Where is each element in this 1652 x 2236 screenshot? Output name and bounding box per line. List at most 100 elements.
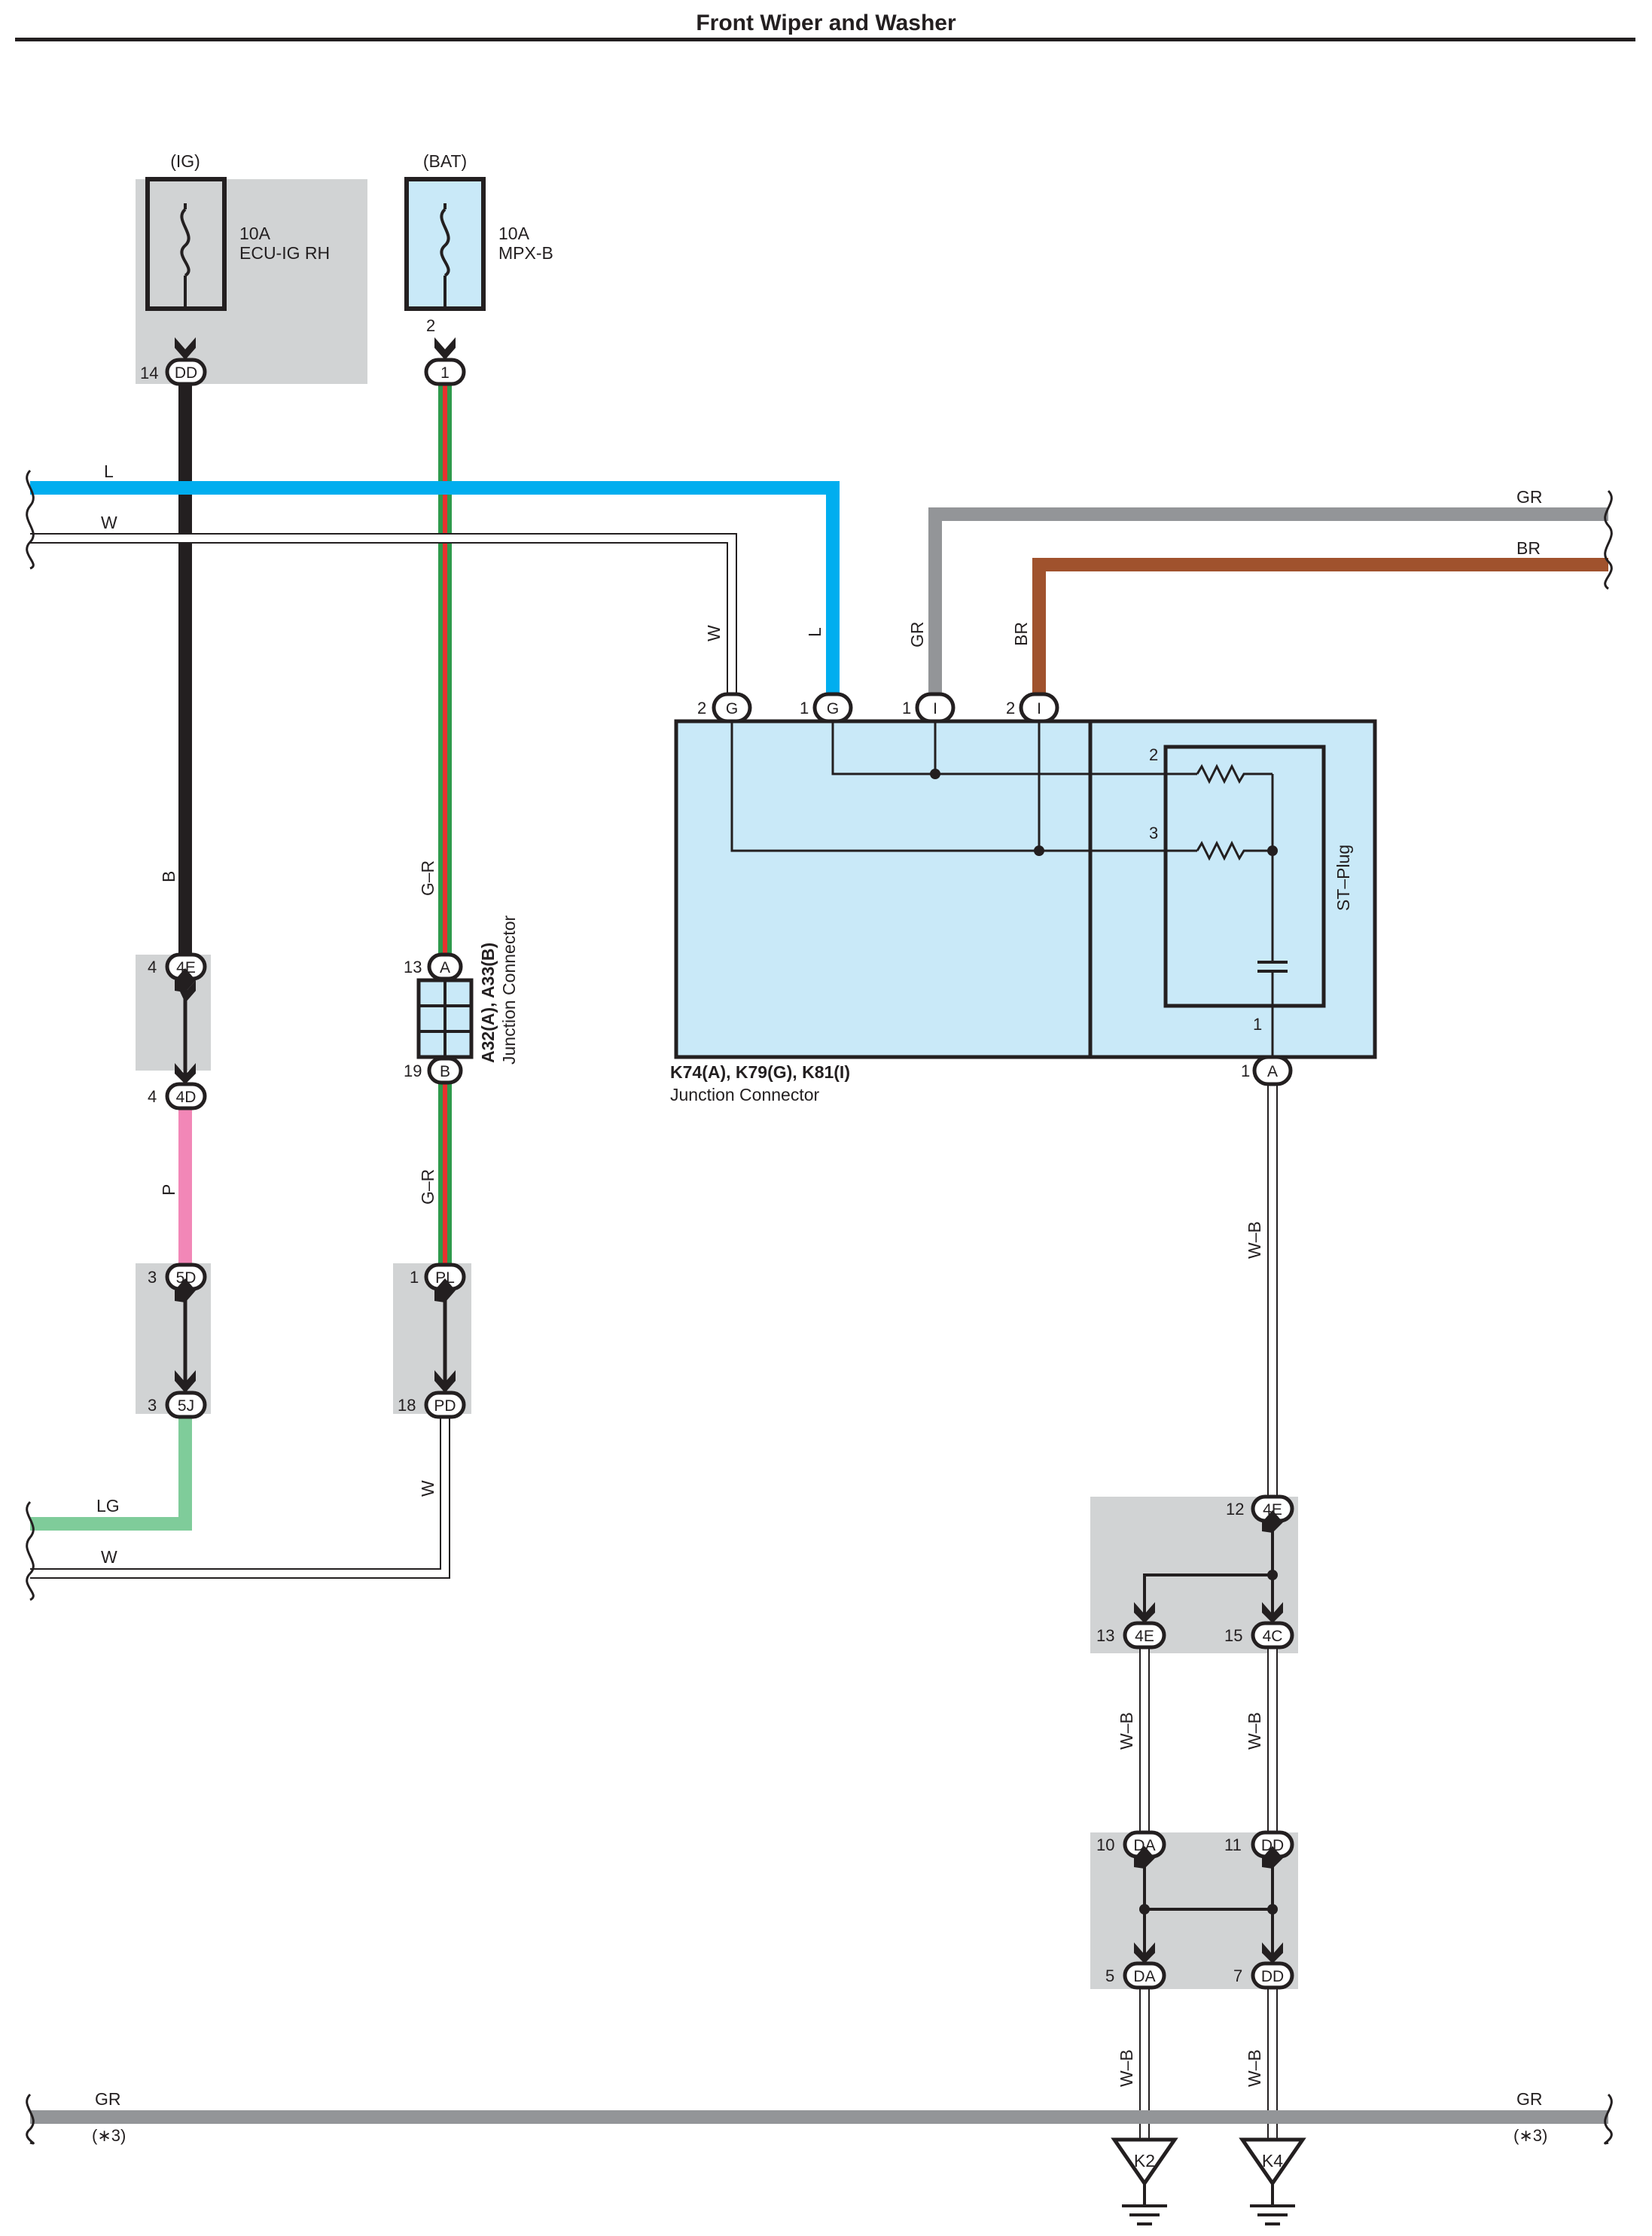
pin-number: 3	[148, 1268, 157, 1287]
st-pin-number: 3	[1149, 824, 1158, 842]
wire-label-w: W	[101, 1547, 117, 1567]
ground-k4	[1239, 2137, 1306, 2225]
fuse-mpx-b	[404, 177, 486, 311]
connector-code: G	[726, 700, 738, 717]
pin-2g	[712, 692, 752, 724]
pin-number: 1	[800, 699, 809, 717]
ground-label-k4: K4	[1262, 2151, 1283, 2171]
connector-code: G	[827, 700, 839, 717]
st-plug-label: ST–Plug	[1333, 845, 1353, 911]
pin-number: 2	[697, 699, 706, 717]
connector-code: 4E	[1263, 1501, 1282, 1519]
ground-k2	[1111, 2137, 1178, 2225]
connector-code: DA	[1133, 1837, 1155, 1854]
wire-label-l: L	[104, 462, 114, 481]
pin-1i	[915, 692, 956, 724]
pin-number: 3	[148, 1396, 157, 1415]
pin-4d	[165, 1082, 207, 1110]
pin-number: 15	[1224, 1626, 1242, 1645]
st-pin-number: 1	[1253, 1015, 1262, 1034]
wire-label-w-b: W–B	[1245, 1221, 1264, 1259]
wire-l	[30, 481, 840, 694]
connector-code: DD	[175, 364, 197, 382]
wire-w-upper	[30, 535, 736, 694]
wire-break-marks	[26, 469, 1613, 2145]
wire-label-gr: GR	[1516, 2089, 1543, 2109]
fuse-name-1: ECU-IG RH	[239, 243, 330, 263]
wire-label-w-b: W–B	[1117, 2049, 1136, 2087]
wire-label-gr: GR	[95, 2089, 121, 2109]
wire-label-b: B	[159, 871, 178, 882]
pin-dd-14	[165, 358, 207, 386]
pin-5j	[165, 1391, 207, 1419]
connector-pins	[165, 358, 1294, 1990]
note-label: (∗3)	[1513, 2126, 1547, 2145]
wire-label-w: W	[101, 513, 117, 532]
connector-code: 4E	[176, 959, 196, 976]
wire-label-w-b: W–B	[1117, 1712, 1136, 1750]
pin-number: 1	[1241, 1062, 1250, 1080]
fuse-ecu-ig-rh	[145, 177, 227, 311]
pin-number: 4	[148, 958, 157, 976]
wires	[30, 380, 1608, 2140]
page-title: Front Wiper and Washer	[696, 11, 956, 35]
fuse-icon	[180, 208, 190, 277]
connector-code: 5D	[176, 1269, 197, 1287]
pin-number: 2	[426, 316, 435, 335]
junction-box-name: K74(A), K79(G), K81(I)	[670, 1062, 850, 1082]
supply-bat: (BAT)	[423, 151, 467, 171]
pin-number: 13	[404, 958, 422, 976]
wire-label-br: BR	[1011, 622, 1031, 646]
wire-label-w-b: W–B	[1245, 2049, 1264, 2087]
wire-lg	[30, 1415, 192, 1531]
pin-number: 7	[1233, 1966, 1242, 1985]
wire-label-p: P	[159, 1184, 178, 1196]
wire-label-lg: LG	[96, 1496, 120, 1516]
pin-number: 1	[410, 1268, 419, 1287]
note-label: (∗3)	[92, 2126, 126, 2145]
jc-a32-a33-name: A32(A), A33(B)	[478, 943, 498, 1063]
pin-2i	[1019, 692, 1059, 724]
connector-code: PD	[434, 1397, 456, 1415]
wire-label-w: W	[704, 625, 724, 641]
connector-code: A	[440, 959, 450, 976]
junction-box-k74-k79-k81	[674, 719, 1377, 1059]
connector-code: PL	[435, 1269, 455, 1287]
connector-code: 4C	[1263, 1628, 1283, 1645]
pin-number: 1	[902, 699, 911, 717]
pin-number: 14	[140, 364, 158, 382]
connector-code: B	[440, 1063, 450, 1080]
connector-code: DD	[1261, 1837, 1284, 1854]
resistor-icon	[1196, 763, 1273, 784]
ground-label-k2: K2	[1134, 2151, 1155, 2171]
connector-code: 4D	[176, 1089, 197, 1106]
jc-a32-a33-desc: Junction Connector	[499, 915, 519, 1065]
pin-number: 12	[1226, 1500, 1244, 1519]
title-rule	[15, 38, 1635, 41]
connector-code: A	[1267, 1063, 1278, 1080]
pin-number: 10	[1096, 1835, 1114, 1854]
wire-w-lower	[30, 1415, 449, 1577]
pin-number: 13	[1096, 1626, 1114, 1645]
wire-label-l: L	[805, 627, 824, 637]
junction-box-desc: Junction Connector	[670, 1085, 820, 1104]
pin-number: 18	[398, 1396, 416, 1415]
wire-label-br: BR	[1516, 538, 1541, 558]
wire-gr-top	[928, 507, 1608, 694]
fuse-rating-2: 10A	[498, 224, 530, 243]
junction-connector-a32-a33	[416, 978, 474, 1059]
fuse-name-2: MPX-B	[498, 243, 553, 263]
wire-label-g-r: G–R	[418, 861, 437, 896]
wire-label-w: W	[418, 1480, 437, 1497]
resistor-icon	[1196, 840, 1273, 861]
st-pin-number: 2	[1149, 745, 1158, 764]
connector-code: DD	[1261, 1968, 1284, 1985]
pin-number: 4	[148, 1087, 157, 1106]
wire-br	[1032, 558, 1608, 694]
connector-code: 1	[440, 364, 450, 382]
wire-label-gr: GR	[1516, 487, 1543, 507]
wire-label-g-r: G–R	[418, 1169, 437, 1205]
fuse-icon	[440, 208, 450, 277]
pin-number: 2	[1006, 699, 1015, 717]
